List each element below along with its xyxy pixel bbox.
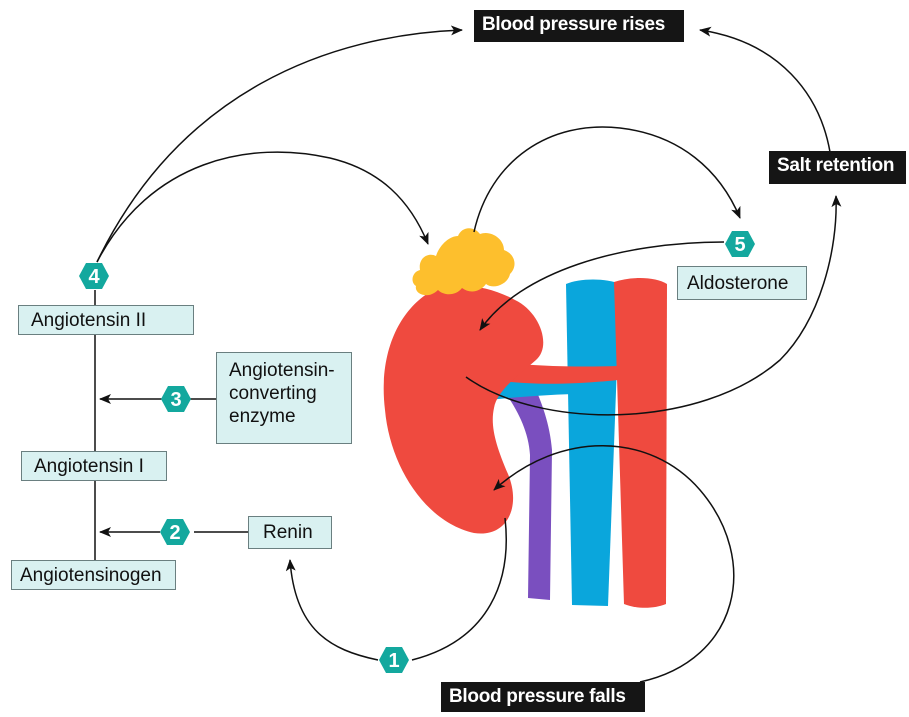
step-5-label: 5	[734, 234, 745, 256]
arrow-adrenal-to-aldosterone	[474, 127, 740, 232]
vein	[566, 280, 620, 607]
angiotensinogen-label: Angiotensinogen	[20, 565, 162, 586]
arrow-kidney-to-step1	[412, 518, 506, 660]
artery	[614, 278, 667, 608]
step-2-label: 2	[169, 522, 180, 544]
step-2-marker: 2	[160, 519, 190, 545]
arrow-angII-to-adrenal	[97, 152, 428, 262]
step-1-label: 1	[388, 650, 399, 672]
ace-label-line-3: enzyme	[229, 405, 351, 428]
salt-retention-label: Salt retention	[769, 151, 906, 184]
aldosterone-label: Aldosterone	[687, 273, 788, 294]
adrenal-gland	[413, 228, 515, 295]
step-1-marker: 1	[379, 647, 409, 673]
renin-label: Renin	[263, 522, 313, 543]
angiotensinogen-box: Angiotensinogen	[11, 560, 176, 590]
arrow-angII-to-bp-rises	[97, 30, 462, 262]
angiotensin-i-box: Angiotensin I	[21, 451, 167, 481]
ace-label-line-2: converting	[229, 382, 351, 405]
step-5-marker: 5	[725, 231, 755, 257]
ace-label-line-1: Angiotensin-	[229, 359, 351, 382]
angiotensin-ii-box: Angiotensin II	[18, 305, 194, 335]
angiotensin-i-label: Angiotensin I	[34, 456, 144, 477]
bp-rises-label: Blood pressure rises	[474, 10, 684, 42]
step-4-marker: 4	[79, 263, 109, 289]
arrow-salt-to-bp-rises	[700, 30, 830, 152]
step-4-label: 4	[88, 266, 100, 288]
renin-box: Renin	[248, 516, 332, 549]
ace-box: Angiotensin- converting enzyme	[216, 352, 352, 444]
aldosterone-box: Aldosterone	[677, 266, 807, 300]
step-3-label: 3	[170, 389, 181, 411]
bp-falls-label: Blood pressure falls	[441, 682, 645, 712]
arrow-step1-to-renin	[290, 560, 378, 660]
step-3-marker: 3	[161, 386, 191, 412]
angiotensin-ii-label: Angiotensin II	[31, 310, 146, 331]
